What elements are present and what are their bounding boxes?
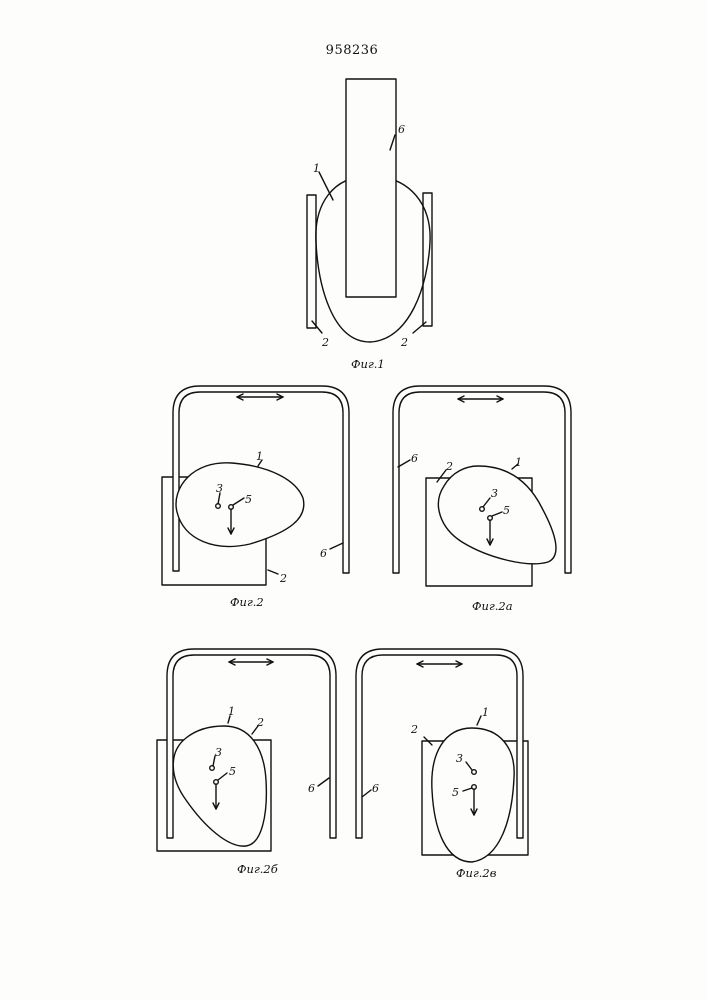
fig2-label-6: 6: [320, 547, 327, 560]
fig2v-leader-6: [362, 790, 371, 797]
figure-2b: [157, 649, 336, 851]
fig1-leader-1: [319, 172, 333, 200]
fig1-gripper-bar: [346, 79, 396, 297]
fig2-caption: Фиг.2: [230, 595, 264, 609]
fig2-label-3: 3: [216, 482, 223, 495]
figure-2v: [356, 649, 528, 862]
fig2-body: [176, 463, 304, 547]
fig2a-label-3: 3: [491, 487, 498, 500]
fig2a-body: [438, 466, 556, 564]
fig1-leader-2-left: [312, 321, 322, 333]
fig2v-leader-1: [477, 716, 481, 725]
fig1-label-6: 6: [398, 123, 405, 136]
figure-1: [307, 79, 432, 342]
fig2-leader-6: [330, 543, 343, 549]
fig2-label-1: 1: [256, 450, 263, 463]
fig2-label-2: 2: [279, 572, 287, 585]
fig2v-caption: Фиг.2в: [456, 866, 497, 880]
fig2v-label-3: 3: [456, 752, 463, 765]
fig1-label-2-left: 2: [321, 336, 329, 349]
fig1-leader-2-right: [413, 322, 426, 333]
fig1-caption: Фиг.1: [351, 357, 385, 371]
fig2v-label-5: 5: [452, 786, 459, 799]
fig2a-label-5: 5: [503, 504, 510, 517]
fig2v-label-6: 6: [372, 782, 379, 795]
fig2v-label-1: 1: [482, 706, 489, 719]
fig2a-leader-6: [398, 460, 410, 467]
fig2v-label-2: 2: [410, 723, 418, 736]
figure-2a: [393, 386, 571, 586]
fig2a-label-1: 1: [515, 456, 522, 469]
fig2b-label-1: 1: [228, 705, 235, 718]
fig2a-label-6: 6: [411, 452, 418, 465]
fig2b-label-2: 2: [256, 716, 264, 729]
fig2-leader-2: [268, 570, 278, 574]
fig2v-body: [432, 728, 514, 862]
fig2b-point-3: [210, 766, 215, 771]
fig2a-caption: Фиг.2а: [472, 599, 513, 613]
fig2a-point-3: [480, 507, 485, 512]
fig2b-caption: Фиг.2б: [237, 862, 279, 876]
fig1-label-2-right: 2: [400, 336, 408, 349]
fig2b-leader-6: [318, 778, 329, 786]
fig2b-body: [173, 726, 266, 846]
fig2b-label-3: 3: [215, 746, 222, 759]
fig2-label-5: 5: [245, 493, 252, 506]
fig1-left-plate: [307, 195, 316, 328]
fig1-label-1: 1: [313, 162, 320, 175]
fig2a-leader-2: [437, 470, 446, 482]
fig2b-label-5: 5: [229, 765, 236, 778]
fig2b-label-6: 6: [308, 782, 315, 795]
fig1-right-plate: [423, 193, 432, 326]
fig2a-label-2: 2: [445, 460, 453, 473]
